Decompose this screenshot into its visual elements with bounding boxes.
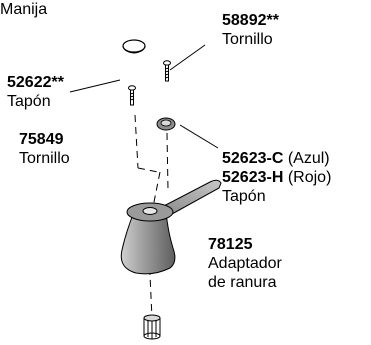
button-cap-number-red: 52623-H: [222, 169, 284, 186]
adapter-name-line2: de ranura: [208, 274, 277, 291]
button-cap-part: [156, 117, 176, 131]
round-cap-part: [122, 39, 146, 54]
mid-screw-label: 75849 Tornillo: [19, 130, 70, 168]
handle-name: Manija: [0, 1, 48, 18]
handle-part: [120, 179, 222, 275]
mid-screw-name: Tornillo: [19, 150, 70, 167]
button-cap-number-blue: 52623-C: [222, 150, 284, 167]
top-screw-number: 58892**: [222, 12, 279, 29]
leader-lines: [69, 44, 219, 149]
adapter-number: 78125: [208, 236, 253, 253]
round-cap-label: 52622** Tapón: [7, 73, 64, 111]
adapter-part: [143, 314, 161, 340]
button-cap-name: Tapón: [222, 188, 266, 205]
top-screw-part: [163, 60, 171, 82]
round-cap-number: 52622**: [7, 74, 64, 91]
adapter-name-line1: Adaptador: [208, 255, 282, 272]
mid-screw-part: [128, 85, 136, 106]
button-cap-color-blue: (Azul): [287, 150, 330, 167]
button-cap-label: 52623-C (Azul) 52623-H (Rojo) Tapón: [222, 149, 331, 206]
mid-screw-number: 75849: [19, 131, 64, 148]
top-screw-label: 58892** Tornillo: [222, 11, 279, 49]
adapter-label: 78125 Adaptador de ranura: [208, 235, 282, 292]
button-cap-color-red: (Rojo): [287, 169, 332, 186]
round-cap-name: Tapón: [7, 93, 51, 110]
handle-label: Manija: [0, 0, 47, 19]
top-screw-name: Tornillo: [222, 31, 273, 48]
